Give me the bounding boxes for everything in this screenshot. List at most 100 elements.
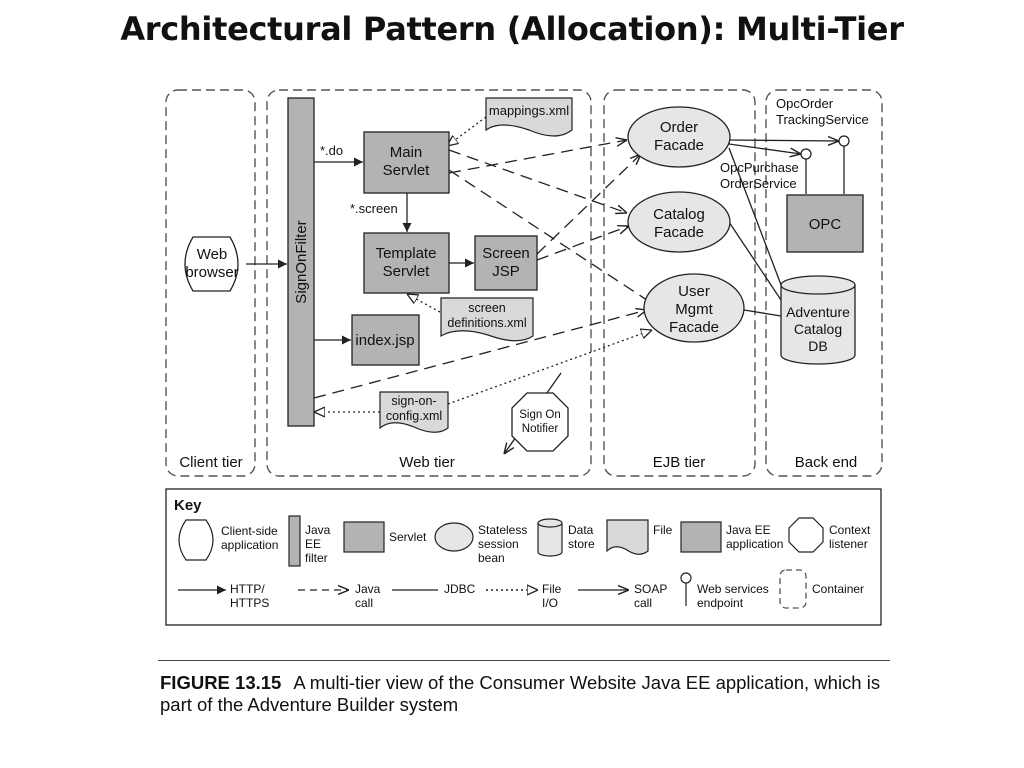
opc-order-tracking-label-1: OpcOrder bbox=[776, 96, 834, 111]
jdbc-order-to-db bbox=[728, 147, 784, 291]
key-legend: Key Client-side application Java EE filt… bbox=[165, 488, 882, 626]
opc-purchase-order-label-2: OrderService bbox=[720, 176, 797, 191]
java-filter-to-user-mgmt-facade bbox=[313, 310, 647, 399]
opc-order-tracking-label-2: TrackingService bbox=[776, 112, 869, 127]
order-facade: Order Facade bbox=[627, 106, 731, 168]
screen-defs-label-1: screen bbox=[468, 301, 506, 315]
adventure-catalog-db: Adventure Catalog DB bbox=[780, 275, 856, 365]
jdbc-usermgmt-to-db bbox=[743, 309, 782, 317]
adventure-db-label-3: DB bbox=[808, 338, 827, 354]
signon-filter-label: SignOnFilter bbox=[293, 220, 310, 303]
sign-on-config-label-1: sign-on- bbox=[391, 394, 436, 408]
web-services-endpoint-tracking bbox=[838, 135, 850, 147]
key-servlet: Servlet bbox=[343, 521, 427, 553]
java-screen-jsp-to-order-facade bbox=[536, 154, 641, 255]
sign-on-config-xml-file: sign-on- config.xml bbox=[379, 391, 449, 433]
opc-application: OPC bbox=[786, 194, 864, 253]
web-browser: Web browser bbox=[184, 236, 239, 292]
svg-text:EE: EE bbox=[305, 537, 321, 551]
tier-label-ejb: EJB tier bbox=[653, 454, 706, 471]
screen-jsp-label-1: Screen bbox=[482, 245, 530, 262]
opc-purchase-order-label: OpcPurchase OrderService bbox=[720, 160, 799, 191]
opc-label: OPC bbox=[809, 216, 842, 233]
slide-title: Architectural Pattern (Allocation): Mult… bbox=[120, 10, 904, 48]
main-servlet-label-1: Main bbox=[390, 144, 423, 161]
user-mgmt-facade: User Mgmt Facade bbox=[643, 273, 745, 343]
key-data-store: Data store bbox=[537, 518, 595, 557]
svg-text:listener: listener bbox=[829, 537, 868, 551]
jdbc-catalog-to-db bbox=[728, 221, 782, 301]
fileio-screen-defs-to-template bbox=[407, 294, 441, 313]
screen-jsp-label-2: JSP bbox=[492, 263, 520, 280]
signon-filter: SignOnFilter bbox=[287, 97, 315, 427]
svg-text:Web services: Web services bbox=[697, 582, 769, 596]
screen-definitions-xml-file: screen definitions.xml bbox=[440, 297, 534, 342]
svg-text:Java: Java bbox=[355, 582, 381, 596]
java-screen-jsp-to-catalog-facade bbox=[536, 226, 629, 261]
container-back-end: Back end bbox=[765, 89, 883, 477]
tier-label-client: Client tier bbox=[179, 454, 242, 471]
screen-defs-label-2: definitions.xml bbox=[447, 316, 526, 330]
svg-text:Java: Java bbox=[305, 523, 331, 537]
svg-text:Stateless: Stateless bbox=[478, 523, 527, 537]
figure-number: FIGURE 13.15 bbox=[160, 672, 282, 693]
label-do-pattern: *.do bbox=[320, 143, 343, 158]
svg-text:Context: Context bbox=[829, 523, 871, 537]
tier-label-web: Web tier bbox=[399, 454, 455, 471]
label-screen-pattern: *.screen bbox=[350, 201, 398, 216]
template-servlet-label-2: Servlet bbox=[383, 263, 431, 280]
svg-text:HTTPS: HTTPS bbox=[230, 596, 269, 610]
template-servlet-label-1: Template bbox=[376, 245, 437, 262]
sign-on-notifier-label-2: Notifier bbox=[522, 423, 559, 435]
key-jdbc: JDBC bbox=[392, 582, 476, 596]
user-mgmt-label-3: Facade bbox=[669, 319, 719, 336]
key-http-https: HTTP/ HTTPS bbox=[178, 582, 269, 610]
svg-text:File: File bbox=[542, 582, 562, 596]
soap-order-to-tracking-endpoint bbox=[728, 140, 839, 141]
web-services-endpoint-purchase bbox=[800, 148, 812, 160]
opc-order-tracking-label: OpcOrder TrackingService bbox=[776, 96, 869, 127]
web-browser-label-1: Web bbox=[197, 246, 228, 263]
web-browser-label-2: browser bbox=[185, 264, 238, 281]
key-soap-call: SOAP call bbox=[578, 582, 667, 610]
caption-text: A multi-tier view of the Consumer Websit… bbox=[160, 672, 881, 715]
svg-text:store: store bbox=[568, 537, 595, 551]
catalog-facade-label-1: Catalog bbox=[653, 206, 705, 223]
tier-label-backend: Back end bbox=[795, 454, 858, 471]
key-stateless-session-bean: Stateless session bean bbox=[434, 522, 527, 565]
svg-text:JDBC: JDBC bbox=[444, 582, 476, 596]
key-java-call: Java call bbox=[298, 582, 381, 610]
svg-text:application: application bbox=[221, 538, 278, 552]
svg-text:call: call bbox=[634, 596, 652, 610]
sign-on-config-label-2: config.xml bbox=[386, 409, 442, 423]
key-title: Key bbox=[174, 497, 202, 514]
main-servlet: Main Servlet bbox=[363, 131, 450, 194]
index-jsp-label: index.jsp bbox=[355, 332, 414, 349]
key-client-side-application: Client-side application bbox=[178, 519, 278, 561]
caption-rule bbox=[158, 660, 890, 661]
screen-jsp: Screen JSP bbox=[474, 235, 538, 291]
user-mgmt-label-2: Mgmt bbox=[675, 301, 713, 318]
order-facade-label-2: Facade bbox=[654, 137, 704, 154]
svg-text:File: File bbox=[653, 523, 673, 537]
svg-text:Java EE: Java EE bbox=[726, 523, 771, 537]
fileio-mappings-to-main bbox=[447, 116, 487, 146]
index-jsp: index.jsp bbox=[351, 314, 420, 366]
key-java-ee-filter: Java EE filter bbox=[288, 515, 331, 567]
adventure-db-label-2: Catalog bbox=[794, 321, 842, 337]
svg-text:Container: Container bbox=[812, 582, 864, 596]
opc-purchase-order-label-1: OpcPurchase bbox=[720, 160, 799, 175]
key-web-services-endpoint: Web services endpoint bbox=[680, 572, 769, 610]
svg-text:filter: filter bbox=[305, 551, 328, 565]
template-servlet: Template Servlet bbox=[363, 232, 450, 294]
user-mgmt-label-1: User bbox=[678, 283, 710, 300]
svg-text:SOAP: SOAP bbox=[634, 582, 667, 596]
java-main-to-user-mgmt-facade bbox=[448, 169, 656, 306]
sign-on-notifier: Sign On Notifier bbox=[511, 392, 569, 452]
svg-text:Servlet: Servlet bbox=[389, 530, 427, 544]
key-file-io: File I/O bbox=[486, 582, 562, 610]
svg-text:HTTP/: HTTP/ bbox=[230, 582, 265, 596]
key-container: Container bbox=[779, 569, 864, 609]
java-main-to-order-facade bbox=[448, 140, 627, 174]
